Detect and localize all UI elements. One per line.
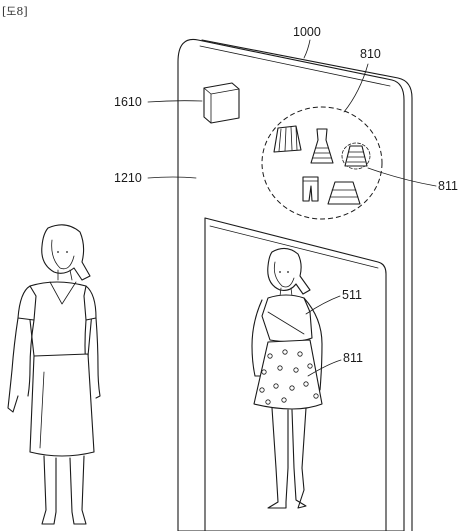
skirt-pattern [259, 349, 319, 405]
label-display: 1210 [114, 171, 197, 185]
display-screen [204, 217, 387, 531]
leader-display [147, 176, 197, 179]
clothing-icon-skirt-1 [273, 125, 302, 153]
label-device: 1000 [293, 25, 321, 59]
label-virtual-top: 511 [305, 288, 362, 315]
leader-virtual-skirt [307, 359, 342, 377]
ref-label-display: 1210 [114, 171, 142, 185]
clothing-icon-selected-skirt [341, 142, 371, 170]
ref-label-virtual-top: 511 [342, 288, 362, 302]
ref-label-device: 1000 [293, 25, 321, 39]
clothing-icon-pants [302, 176, 319, 202]
leader-virtual-top [305, 295, 341, 315]
ref-label-virtual-skirt: 811 [343, 351, 363, 365]
clothing-icon-dress [310, 128, 334, 164]
label-item-selected: 811 [367, 167, 458, 193]
user-person [7, 224, 101, 525]
leader-item-group [343, 63, 369, 113]
ref-label-item-selected: 811 [438, 179, 458, 193]
virtual-avatar [251, 247, 323, 509]
clothing-icon-skirt-2 [327, 181, 361, 205]
leader-camera [147, 100, 203, 103]
leader-item-selected [367, 167, 437, 187]
ref-label-camera: 1610 [114, 95, 142, 109]
label-camera: 1610 [114, 95, 203, 109]
label-virtual-skirt: 811 [307, 351, 363, 377]
leader-device [303, 39, 311, 59]
clothing-selection-bubble [261, 106, 383, 220]
figure-header: [도8] [2, 5, 28, 18]
ref-label-item-group: 810 [360, 47, 381, 61]
label-item-group: 810 [343, 47, 381, 113]
camera-module [203, 82, 240, 124]
